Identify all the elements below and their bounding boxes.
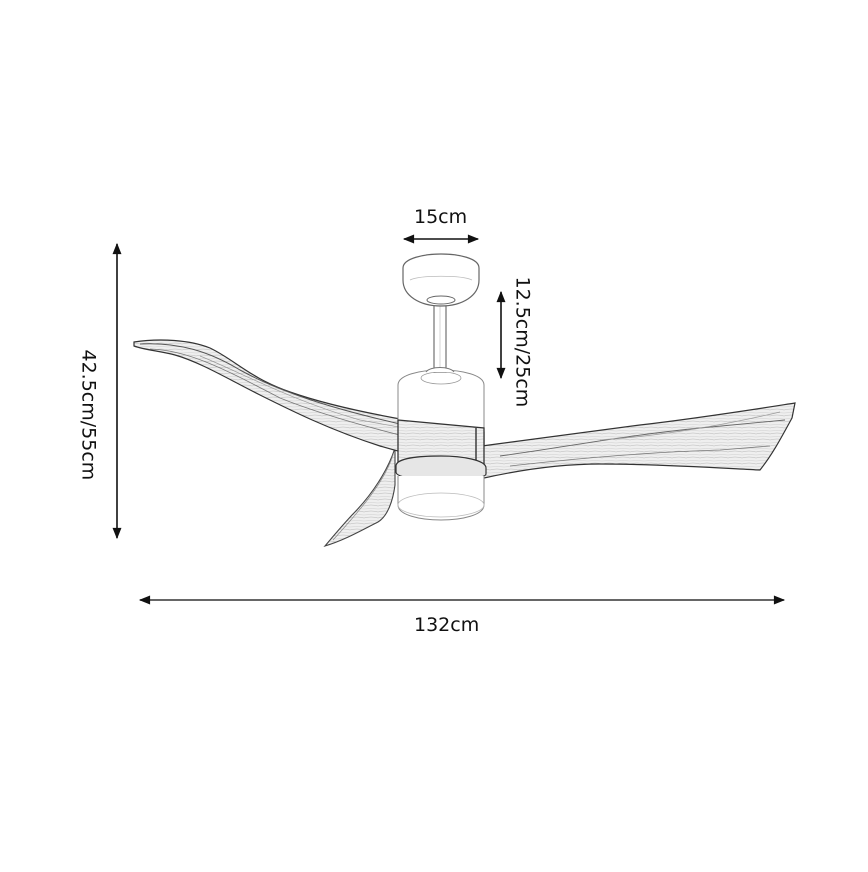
- canopy-width-label: 15cm: [414, 206, 468, 228]
- light-kit: [395, 455, 487, 521]
- total-height-label: 42.5cm/55cm: [77, 349, 100, 481]
- canopy: [402, 253, 480, 307]
- blade-span-label: 132cm: [414, 614, 480, 636]
- blade-right: [481, 402, 796, 479]
- blade-front: [323, 447, 396, 548]
- downrod-length-label: 12.5cm/25cm: [511, 276, 534, 408]
- downrod: [425, 299, 455, 373]
